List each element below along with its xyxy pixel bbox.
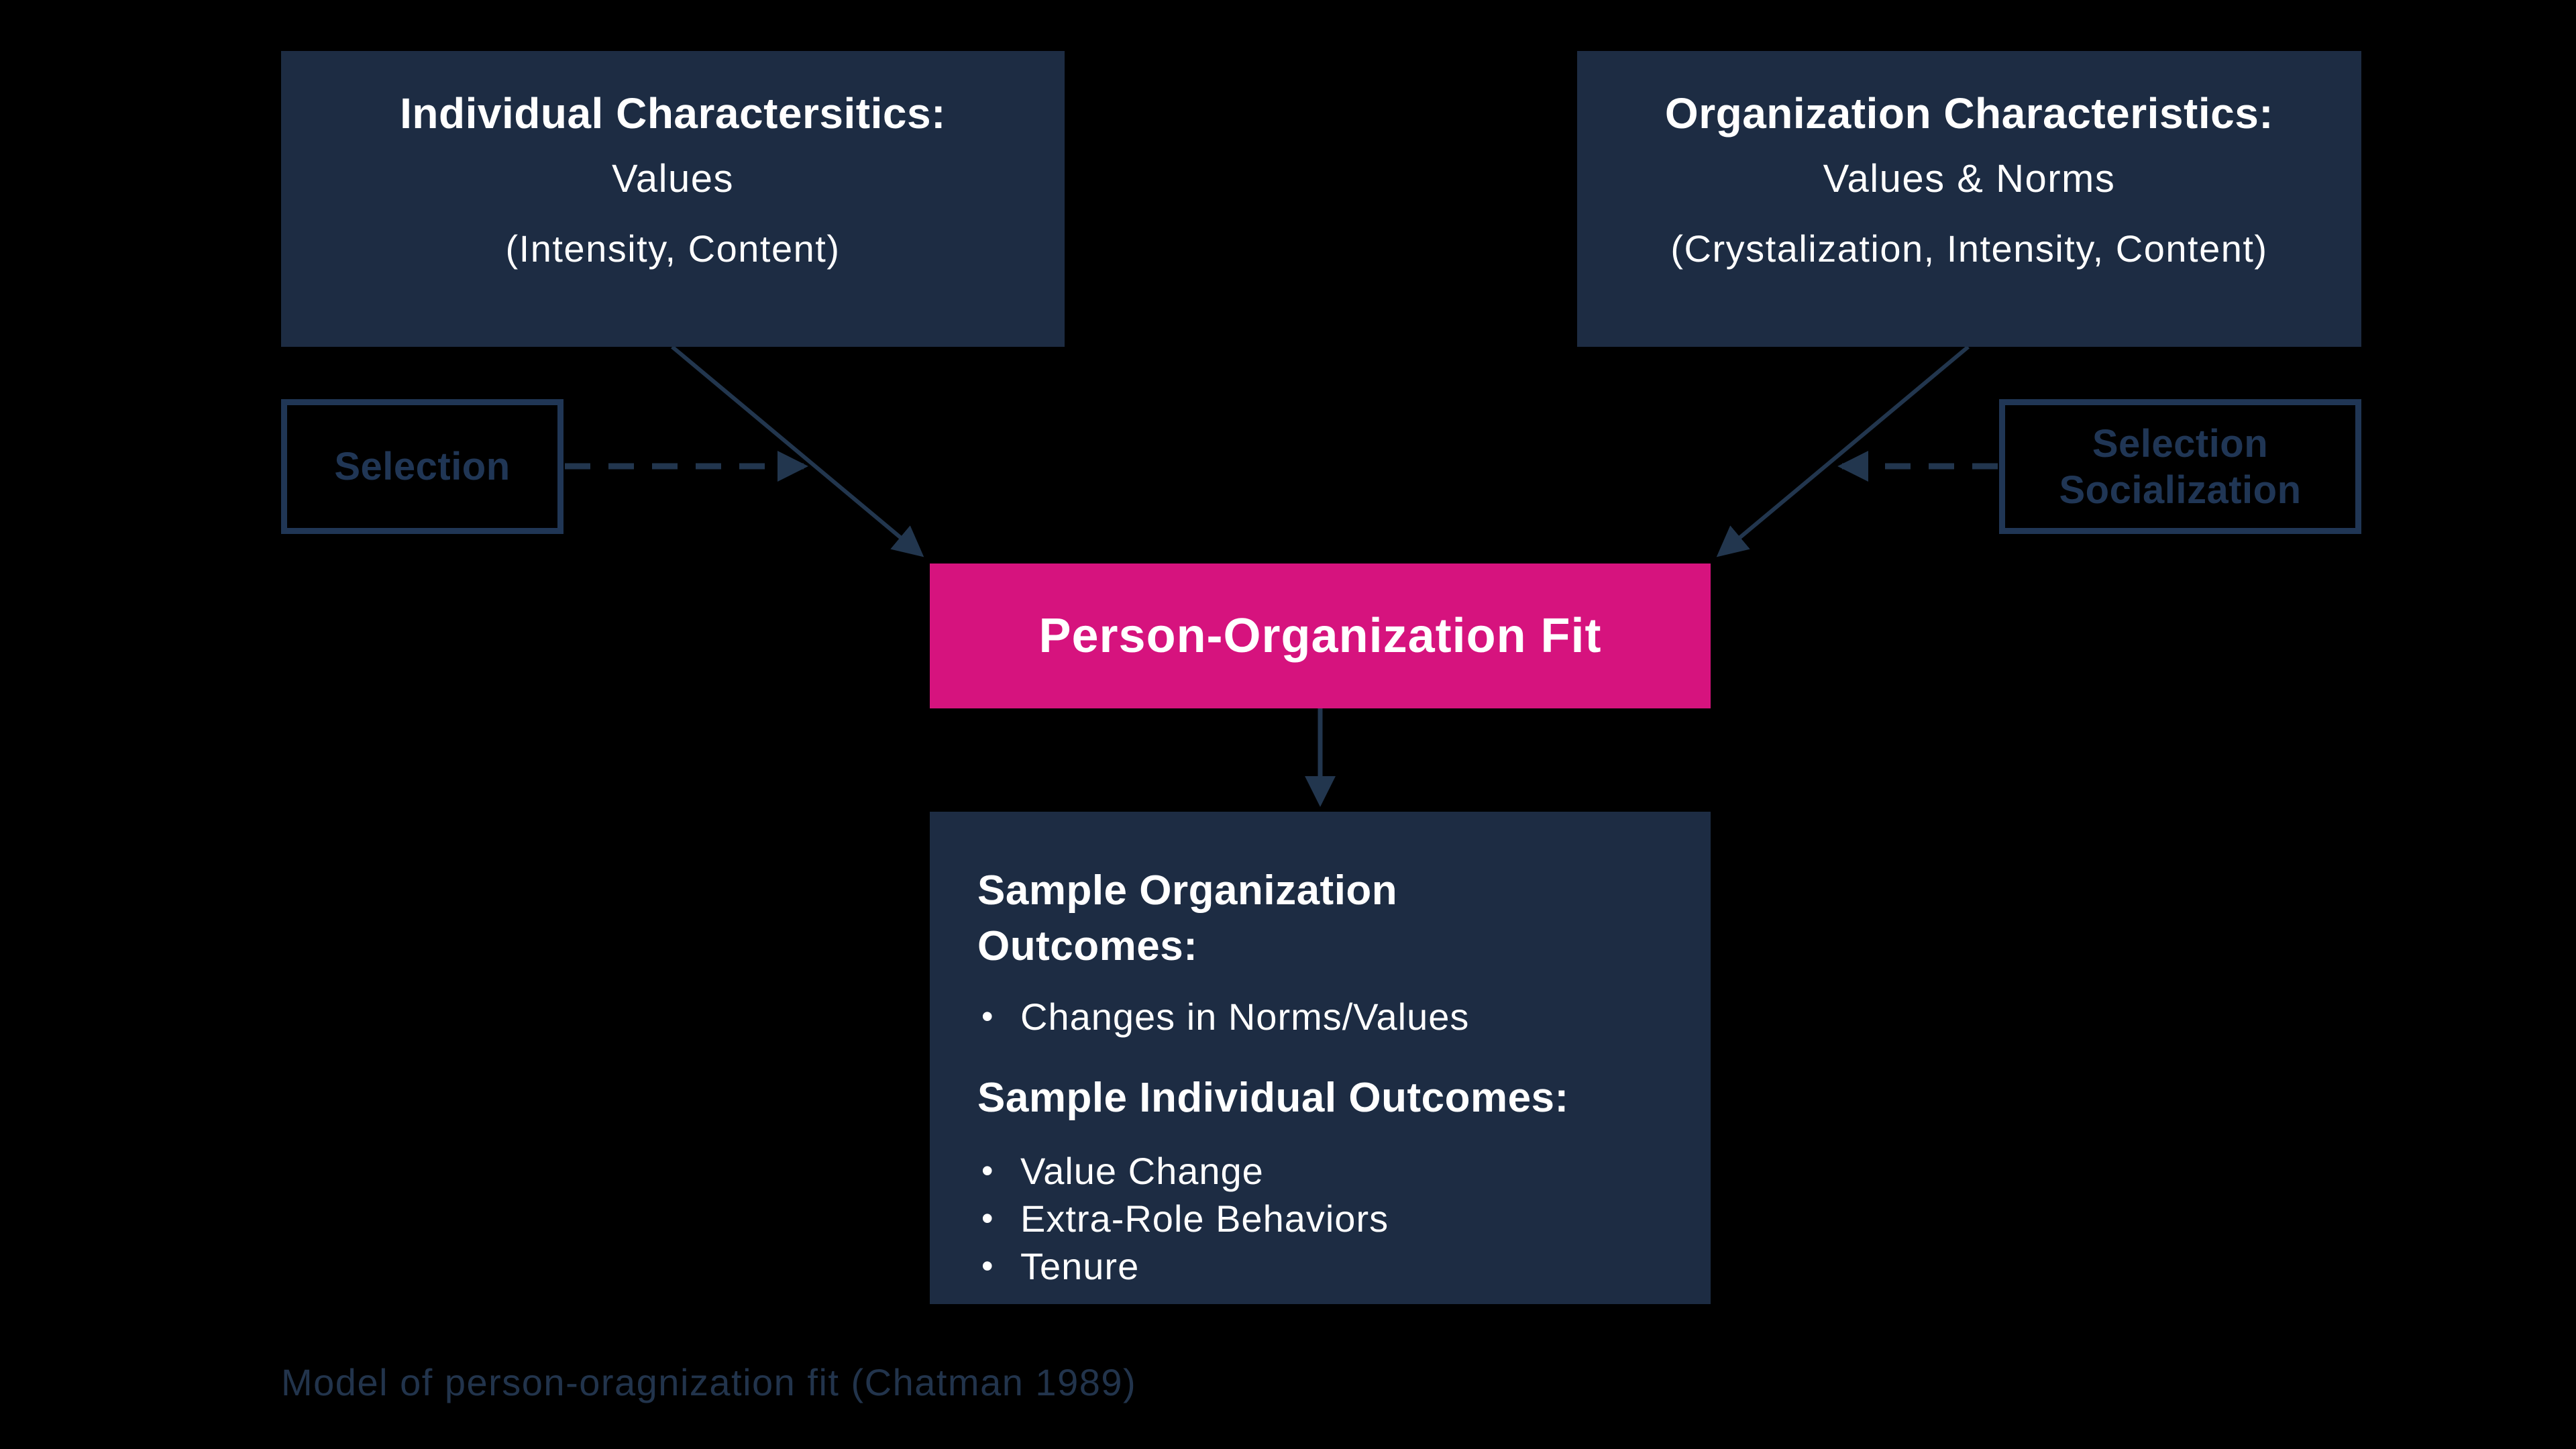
individual-characteristics-detail: (Intensity, Content) [505, 227, 841, 270]
outcomes-box: Sample Organization Outcomes: Changes in… [930, 812, 1711, 1304]
list-item: Tenure [977, 1242, 1684, 1290]
selection-socialization-box: Selection Socialization [1999, 399, 2361, 534]
organization-outcomes-heading: Sample Organization Outcomes: [977, 867, 1398, 969]
individual-outcomes-heading: Sample Individual Outcomes: [977, 1075, 1569, 1121]
organization-characteristics-title: Organization Characteristics: [1664, 89, 2274, 138]
individual-characteristics-title: Individual Charactersitics: [400, 89, 946, 138]
list-item: Changes in Norms/Values [977, 993, 1684, 1040]
individual-outcomes-list: Value Change Extra-Role Behaviors Tenure [977, 1147, 1684, 1290]
list-item: Extra-Role Behaviors [977, 1195, 1684, 1242]
individual-characteristics-subtitle: Values [611, 157, 735, 201]
diagram-caption: Model of person-oragnization fit (Chatma… [281, 1361, 1137, 1403]
list-item: Value Change [977, 1147, 1684, 1195]
selection-socialization-line1: Selection [2092, 421, 2269, 466]
individual-characteristics-box: Individual Charactersitics: Values (Inte… [281, 51, 1065, 347]
selection-socialization-line2: Socialization [2059, 468, 2302, 512]
arrow-organization-to-fit [1716, 345, 1970, 557]
organization-outcomes-list: Changes in Norms/Values [977, 993, 1684, 1040]
organization-characteristics-subtitle: Values & Norms [1823, 157, 2116, 201]
person-organization-fit-box: Person-Organization Fit [930, 564, 1711, 708]
person-organization-fit-label: Person-Organization Fit [1038, 609, 1602, 663]
arrow-individual-to-fit [671, 345, 924, 557]
organization-characteristics-detail: (Crystalization, Intensity, Content) [1670, 227, 2268, 270]
selection-label: Selection [334, 445, 511, 488]
selection-box: Selection [281, 399, 564, 534]
organization-characteristics-box: Organization Characteristics: Values & N… [1577, 51, 2361, 347]
